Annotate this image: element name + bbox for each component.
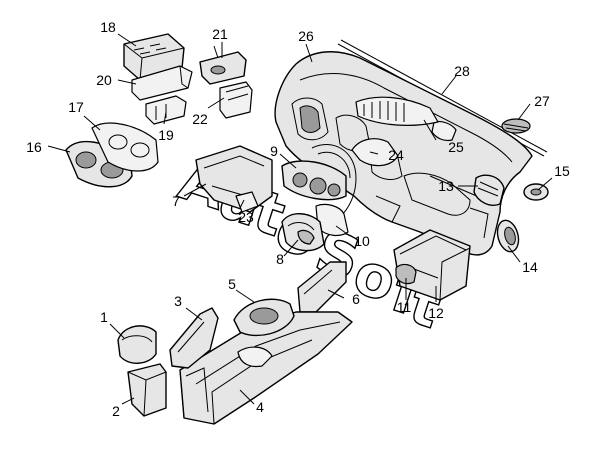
- callout-4: 4: [256, 399, 264, 415]
- callout-9: 9: [270, 143, 278, 159]
- part-14-side-end-cap: [496, 219, 520, 253]
- callout-28: 28: [454, 63, 470, 79]
- callout-16: 16: [26, 139, 42, 155]
- part-24-instrument-hood: [351, 138, 399, 167]
- callout-21: 21: [212, 26, 228, 42]
- part-22-support-bracket: [219, 81, 253, 119]
- part-26-dashboard: [274, 51, 533, 256]
- callout-19: 19: [158, 127, 174, 143]
- callout-17: 17: [68, 99, 84, 115]
- callout-13: 13: [438, 178, 454, 194]
- callout-8: 8: [276, 251, 284, 267]
- callout-labels: 1 2 3 4 5 6 7 8 9 10 11 12 13 14 15 16 1…: [26, 19, 570, 419]
- callout-27: 27: [534, 93, 550, 109]
- callout-11: 11: [397, 299, 412, 315]
- part-11-latch: [395, 263, 417, 285]
- part-17-instrument-surround: [91, 122, 159, 172]
- callout-20: 20: [96, 72, 112, 88]
- callout-23: 23: [238, 209, 254, 225]
- callout-25: 25: [448, 139, 464, 155]
- callout-2: 2: [112, 403, 120, 419]
- part-5-gear-surround: [233, 298, 295, 337]
- part-19-relay-bracket: [145, 95, 187, 125]
- callout-10: 10: [354, 233, 370, 249]
- part-18-fuse-box: [123, 33, 185, 81]
- part-21-clip-bracket: [199, 45, 247, 85]
- part-8-switch-shroud: [281, 213, 325, 252]
- callout-7: 7: [172, 193, 180, 209]
- callout-22: 22: [192, 111, 208, 127]
- callout-14: 14: [522, 259, 538, 275]
- callout-26: 26: [298, 28, 314, 44]
- callout-3: 3: [174, 293, 182, 309]
- part-1-cup-holder: [117, 325, 157, 364]
- callout-15: 15: [554, 163, 570, 179]
- part-13-right-vent: [473, 174, 505, 206]
- part-2-rear-bin: [127, 363, 167, 417]
- leader-lines: [47, 33, 553, 405]
- part-3-side-panel: [169, 307, 219, 369]
- part-9-instrument-cluster: [281, 160, 347, 201]
- callout-12: 12: [428, 305, 444, 321]
- part-15-right-speaker: [523, 183, 549, 201]
- part-20-mounting-bracket: [131, 65, 193, 101]
- part-27-tweeter-cover: [501, 118, 531, 134]
- part-25-top-vent: [355, 96, 439, 126]
- callout-24: 24: [388, 147, 404, 163]
- callout-18: 18: [100, 19, 116, 35]
- part-23-bracket: [235, 191, 259, 213]
- callout-1: 1: [100, 309, 108, 325]
- part-10-column-cover: [315, 203, 349, 237]
- callout-6: 6: [352, 291, 360, 307]
- callout-5: 5: [228, 276, 236, 292]
